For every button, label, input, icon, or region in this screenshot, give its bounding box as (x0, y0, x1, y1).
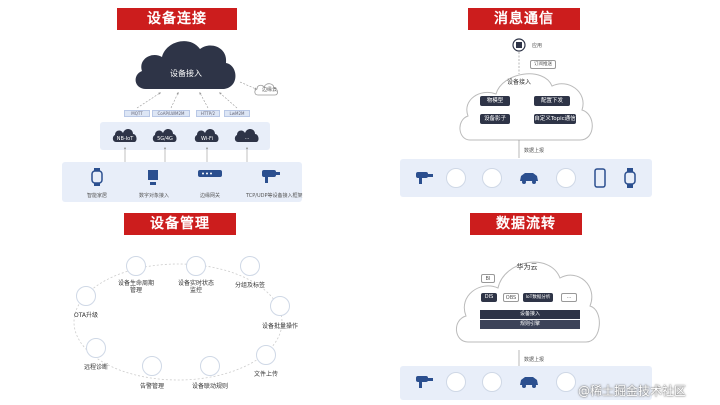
messaging-cloud-label: 设备接入 (506, 79, 531, 86)
mgmt-node-2 (186, 256, 206, 276)
device-label-2: 数字对象接入 (138, 193, 169, 199)
flow-car-icon (520, 377, 538, 388)
mgmt-node-6 (200, 356, 220, 376)
mgmt-label-5: 文件上传 (253, 371, 278, 378)
dataflow-cloud-label: 华为云 (516, 263, 538, 271)
title-dataflow: 数据流转 (470, 213, 582, 235)
protocol-pill-1: MQTT (124, 110, 150, 117)
flow-upload-label: 数据上报 (523, 357, 544, 363)
device-label-3: 边缘网关 (199, 193, 220, 199)
title-device-management: 设备管理 (124, 213, 236, 235)
msg-device-circle-3 (556, 168, 576, 188)
flow-box-1: DIS (481, 293, 497, 302)
bi-box: BI (481, 274, 495, 283)
sub-cloud-label-4: ··· (244, 136, 250, 142)
sub-cloud-3 (194, 128, 219, 142)
sub-cloud-label-3: Wi-Fi (201, 136, 213, 142)
flow-device-circle-1 (446, 372, 466, 392)
camera-icon (262, 170, 280, 183)
watch-icon (91, 168, 103, 186)
rule-engine-bar: 规则引擎 (480, 320, 580, 329)
mgmt-node-7 (142, 356, 162, 376)
mgmt-node-1 (126, 256, 146, 276)
edge-cloud-label: 边缘云 (262, 87, 278, 93)
chip-icon (148, 170, 158, 185)
device-label-1: 智能家居 (86, 193, 107, 199)
mgmt-label-8: 远程诊断 (83, 364, 108, 371)
app-label: 应用 (531, 43, 542, 49)
msg-box-4: 自定义Topic通信 (534, 114, 576, 124)
protocol-pill-2: CoAP/LWM2M (152, 110, 190, 117)
title-device-connect: 设备连接 (117, 8, 237, 30)
access-bar: 设备接入 (480, 310, 580, 319)
flow-box-3: IoT数据分析 (523, 293, 553, 302)
edge-cloud-icon (254, 83, 278, 96)
sub-cloud-label-1: NB-IoT (116, 136, 134, 142)
mgmt-node-9 (76, 286, 96, 306)
msg-upload-label: 数据上报 (523, 148, 544, 154)
protocol-pill-3: HTTP/2 (196, 110, 220, 117)
device-label-4: TCP/UDP等设备接入框架 (246, 193, 303, 199)
msg-box-1: 物模型 (480, 96, 510, 106)
sub-cloud-label-2: 5G/4G (157, 136, 173, 142)
mgmt-label-2: 设备实时状态监控 (177, 280, 214, 294)
msg-watch-icon (624, 168, 636, 188)
sub-cloud-2 (152, 128, 177, 142)
gateway-icon (198, 170, 222, 177)
msg-camera-icon (416, 172, 433, 184)
mgmt-label-6: 设备联动规则 (191, 383, 228, 390)
sub-cloud-1 (112, 128, 137, 142)
mgmt-label-9: OTA升级 (73, 312, 99, 319)
msg-car-icon (520, 173, 538, 184)
mgmt-node-3 (240, 256, 260, 276)
msg-device-circle-2 (482, 168, 502, 188)
mgmt-node-8 (86, 338, 106, 358)
watermark: @稀土掘金技术社区 (578, 384, 687, 398)
main-dark-cloud (135, 41, 236, 89)
mgmt-label-3: 分组及标签 (234, 282, 265, 289)
sub-cloud-4 (234, 128, 259, 142)
flow-device-circle-2 (482, 372, 502, 392)
title-messaging: 消息通信 (468, 8, 580, 30)
mgmt-label-4: 设备批量操作 (262, 323, 299, 330)
mgmt-label-7: 告警管理 (139, 383, 164, 390)
mgmt-label-1: 设备生命周期管理 (117, 280, 154, 294)
flow-camera-icon (416, 376, 433, 388)
app-circle-icon (512, 38, 526, 52)
flow-box-2: OBS (503, 293, 519, 302)
msg-phone-icon (594, 168, 606, 188)
msg-box-2: 配置下发 (534, 96, 570, 106)
subscribe-box: 订阅推送 (530, 60, 556, 69)
flow-device-circle-3 (556, 372, 576, 392)
mgmt-node-5 (256, 345, 276, 365)
msg-device-circle-1 (446, 168, 466, 188)
mgmt-node-4 (270, 296, 290, 316)
main-cloud-label: 设备接入 (170, 69, 202, 78)
flow-box-4: ··· (561, 293, 577, 302)
protocol-pill-4: LwM2M (224, 110, 250, 117)
msg-box-3: 设备影子 (480, 114, 510, 124)
